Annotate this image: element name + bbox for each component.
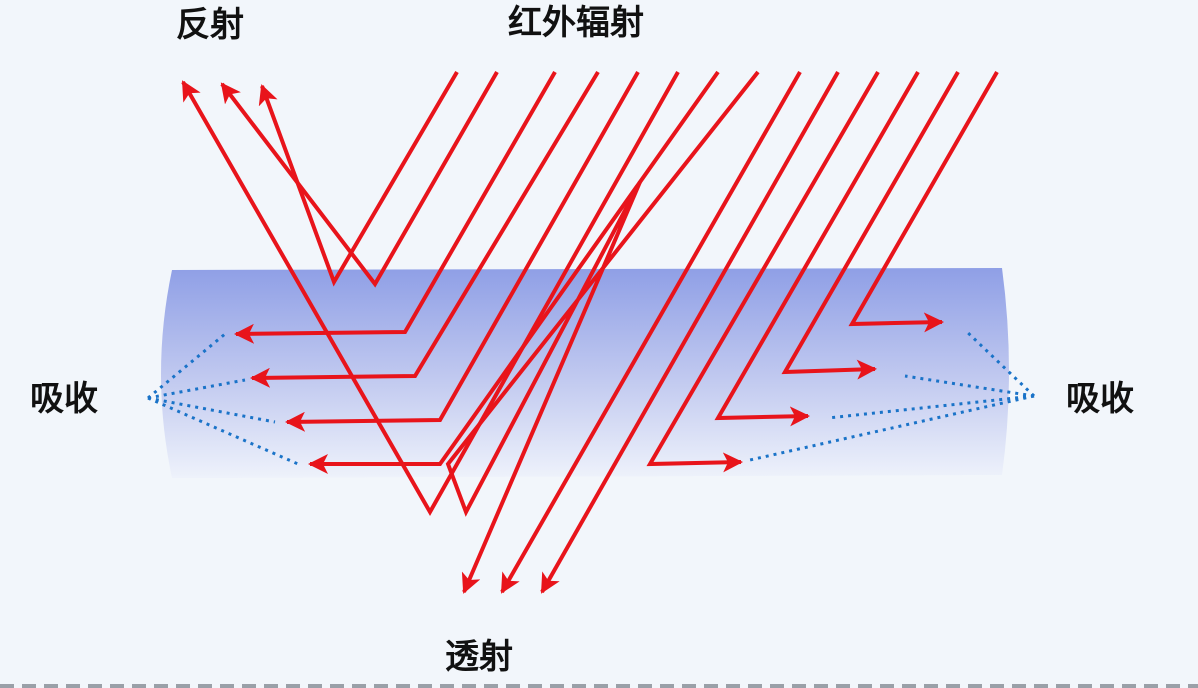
absorbed-left-ray-4 bbox=[308, 70, 720, 474]
absorbed-right-ray-1 bbox=[646, 70, 880, 473]
absorbed-rays-left bbox=[234, 70, 720, 474]
absorbed-right-ray-3 bbox=[781, 71, 960, 380]
absorption-label-right: 吸收 bbox=[1066, 379, 1134, 419]
absorbed-right-ray-2 bbox=[714, 70, 920, 427]
absorbed-left-ray-3 bbox=[285, 71, 640, 432]
absorption-lines-left bbox=[147, 332, 299, 466]
reflected-rays bbox=[181, 70, 680, 517]
transmitted-rays bbox=[445, 70, 840, 594]
absorption-line-left-1 bbox=[147, 332, 226, 400]
transmitted-ray-3 bbox=[540, 71, 840, 594]
absorption-line-right-3 bbox=[827, 394, 1035, 420]
absorption-label-left: 吸收 bbox=[30, 379, 98, 419]
absorbed-left-ray-1 bbox=[234, 71, 557, 344]
absorption-line-right-2 bbox=[904, 374, 1035, 398]
infrared-radiation-label: 红外辐射 bbox=[508, 3, 644, 43]
absorption-lines-right bbox=[749, 328, 1036, 462]
reflected-ray-surface-2 bbox=[220, 71, 499, 288]
absorption-line-left-4 bbox=[147, 396, 299, 466]
reflection-label: 反射 bbox=[176, 5, 244, 45]
transmitted-ray-1 bbox=[445, 70, 760, 594]
reflected-ray-surface-1 bbox=[258, 70, 459, 287]
absorbed-right-ray-4 bbox=[848, 71, 999, 333]
transmitted-ray-2 bbox=[500, 71, 802, 594]
reflected-ray-bottom bbox=[181, 71, 680, 517]
absorption-line-left-2 bbox=[147, 378, 246, 400]
absorption-line-left-3 bbox=[147, 396, 276, 424]
dashed-bottom-border bbox=[0, 684, 1198, 688]
absorbed-rays-right bbox=[646, 70, 999, 473]
absorbed-left-ray-2 bbox=[250, 70, 600, 388]
transmission-label: 透射 bbox=[445, 637, 513, 677]
absorption-line-right-4 bbox=[749, 394, 1035, 462]
